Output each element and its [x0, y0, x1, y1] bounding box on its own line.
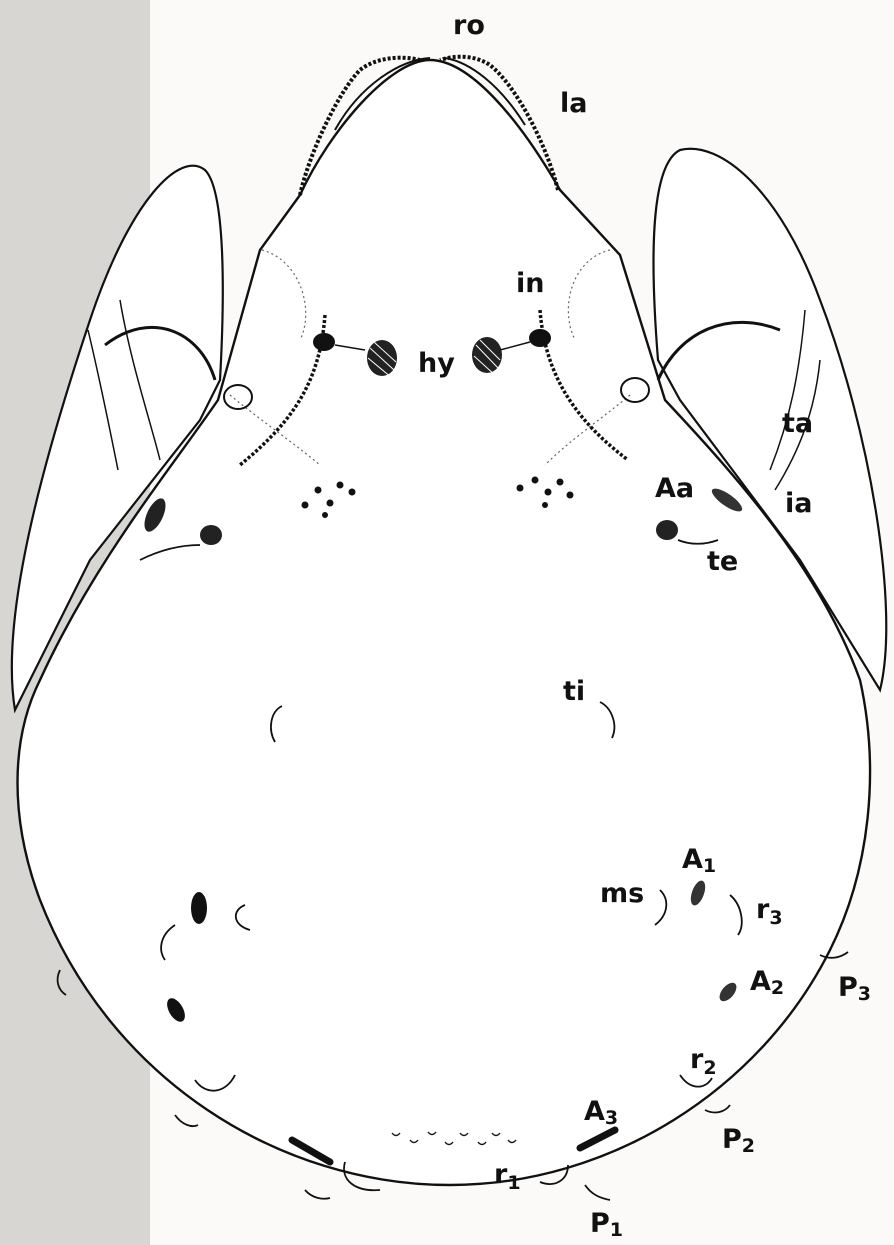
label-r2-letter: r — [690, 1044, 704, 1075]
label-ms: ms — [600, 878, 644, 909]
label-p1-letter: P — [590, 1208, 610, 1239]
label-a1-letter: A — [682, 844, 703, 875]
label-aa: Aa — [655, 473, 694, 504]
interlamellar-insertion-right — [529, 329, 551, 347]
translamellar-insertion-right — [656, 520, 678, 540]
label-ti: ti — [563, 676, 585, 707]
label-la: la — [560, 88, 587, 119]
label-p2-letter: P — [722, 1124, 742, 1155]
interlamellar-insertion-left — [313, 333, 335, 351]
label-a2-letter: A — [750, 966, 771, 997]
label-a3-sub: 3 — [605, 1107, 618, 1129]
translamellar-insertion-left — [200, 525, 222, 545]
label-ro: ro — [453, 10, 485, 41]
label-p3-sub: 3 — [858, 983, 871, 1005]
label-ia: ia — [785, 488, 812, 519]
area-a1-left — [191, 892, 207, 924]
label-a3-letter: A — [584, 1096, 605, 1127]
label-r3-sub: 3 — [769, 907, 782, 929]
label-in: in — [516, 268, 544, 299]
label-r3-letter: r — [756, 894, 770, 925]
label-hy: hy — [418, 348, 455, 379]
label-r1-letter: r — [494, 1159, 508, 1190]
label-p1-sub: 1 — [610, 1219, 623, 1241]
label-r1-sub: 1 — [507, 1172, 520, 1194]
label-a2-sub: 2 — [771, 977, 784, 999]
label-p3-letter: P — [838, 972, 858, 1003]
label-p2-sub: 2 — [742, 1135, 755, 1157]
label-te: te — [707, 546, 738, 577]
label-a1-sub: 1 — [703, 855, 716, 877]
label-r2-sub: 2 — [703, 1057, 716, 1079]
label-ta: ta — [782, 408, 813, 439]
